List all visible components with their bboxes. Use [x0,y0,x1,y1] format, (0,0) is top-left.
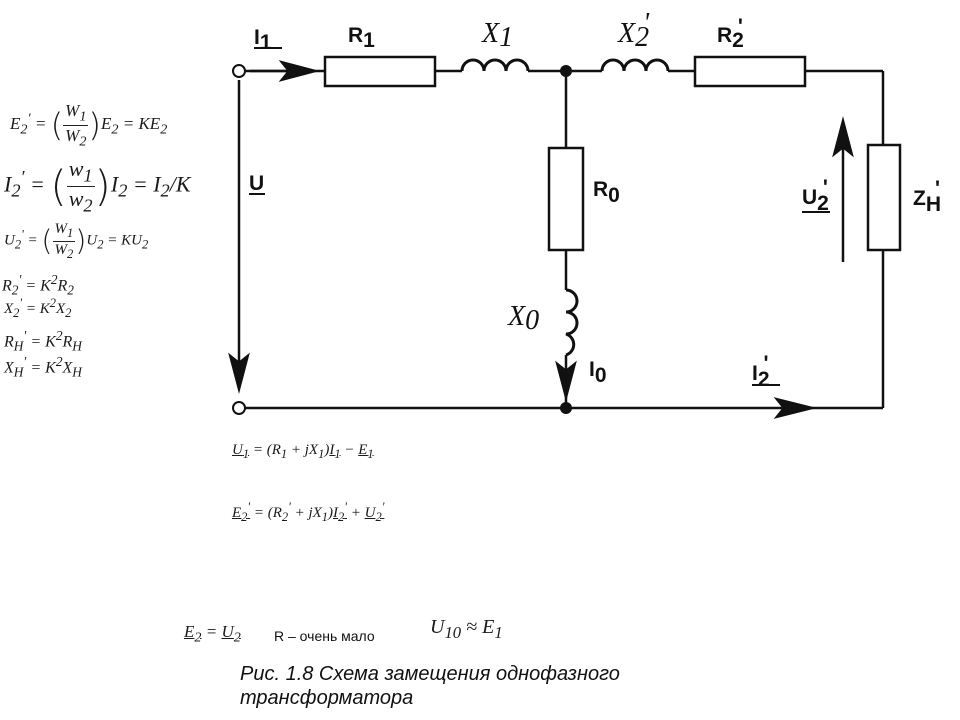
terminal-bottom [232,401,246,415]
inductor-x0 [565,288,579,357]
inductor-x2-prime [600,58,670,72]
label-x0: X0 [507,301,539,336]
formula-rh-prime: RH′ = K2RH [4,328,82,354]
figure-caption: Рис. 1.8 Схема замещения однофазного тра… [240,662,620,710]
label-r2-prime: R2' [717,15,744,52]
arrow-i1-head [278,60,320,82]
equation-e2-u2: E2 = U2 [184,622,241,646]
label-u2-prime: U2' [802,176,829,215]
note-r-small: R – очень мало [274,628,375,644]
equation-u10: U10 ≈ E1 [430,616,503,642]
caption-line-2: трансформатора [240,687,414,709]
label-r1: R1 [348,24,375,52]
arrow-u-head [228,352,250,394]
formula-xh-prime: XH′ = K2XH [4,354,82,380]
resistor-r0 [547,146,585,252]
label-i1: I1 [254,26,272,54]
label-r0: R0 [593,178,620,207]
node-bottom [560,402,572,414]
equation-e2-prime: E2' = (R2' + jX1)I2' + U2' [232,500,385,524]
arrow-i0-head [555,360,577,402]
formula-r2-prime: R2′ = K2R2 [2,272,74,298]
label-u: U [249,172,264,195]
inductor-x1 [460,58,530,72]
arrow-i2-head [773,397,816,419]
load-zh-prime [866,143,902,252]
label-i2-prime: I2' [752,352,770,391]
label-x1: X1 [481,18,513,53]
resistor-r1 [323,55,437,88]
resistor-r2-prime [693,55,807,88]
label-zh-prime: ZH' [913,177,941,216]
label-x2-prime: X2' [617,8,650,53]
node-top [560,65,572,77]
caption-line-1: Рис. 1.8 Схема замещения однофазного [240,663,620,685]
label-i0: I0 [589,358,607,387]
circuit-diagram: I1 R1 X1 X2' R2' R0 X0 I0 U U2' ZH' I2' [228,8,941,419]
terminal-top [232,64,246,78]
equation-u1: U1 = (R1 + jX1)I1 − E1 [232,442,374,461]
formula-x2-prime: X2' = K2X2 [4,296,72,320]
arrow-u2-head [832,116,854,158]
